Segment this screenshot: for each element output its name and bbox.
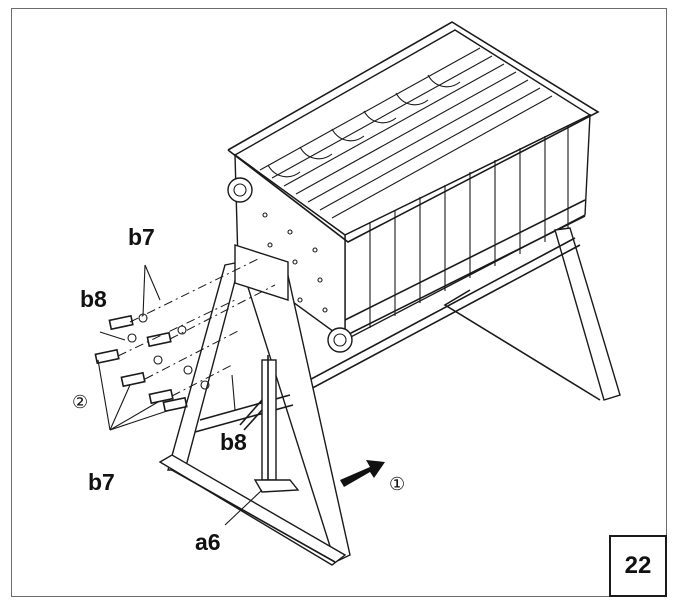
rear-stand <box>299 227 621 401</box>
label-b7-top: b7 <box>128 224 155 250</box>
label-b8-left: b8 <box>80 286 107 312</box>
label-b7-bottom: b7 <box>88 469 115 495</box>
page-number: 22 <box>624 552 652 579</box>
label-a6: a6 <box>195 529 221 555</box>
front-stand <box>158 244 351 566</box>
push-direction-arrow <box>340 460 385 487</box>
bolts-and-washers <box>94 257 276 413</box>
heat-exchanger <box>227 21 600 353</box>
label-b8-center: b8 <box>220 429 247 455</box>
page-number-box: 22 <box>609 535 667 597</box>
label-step-2: ② <box>72 392 88 413</box>
leader-lines <box>97 264 263 526</box>
figure-frame <box>11 8 667 597</box>
label-step-1: ① <box>389 474 405 495</box>
